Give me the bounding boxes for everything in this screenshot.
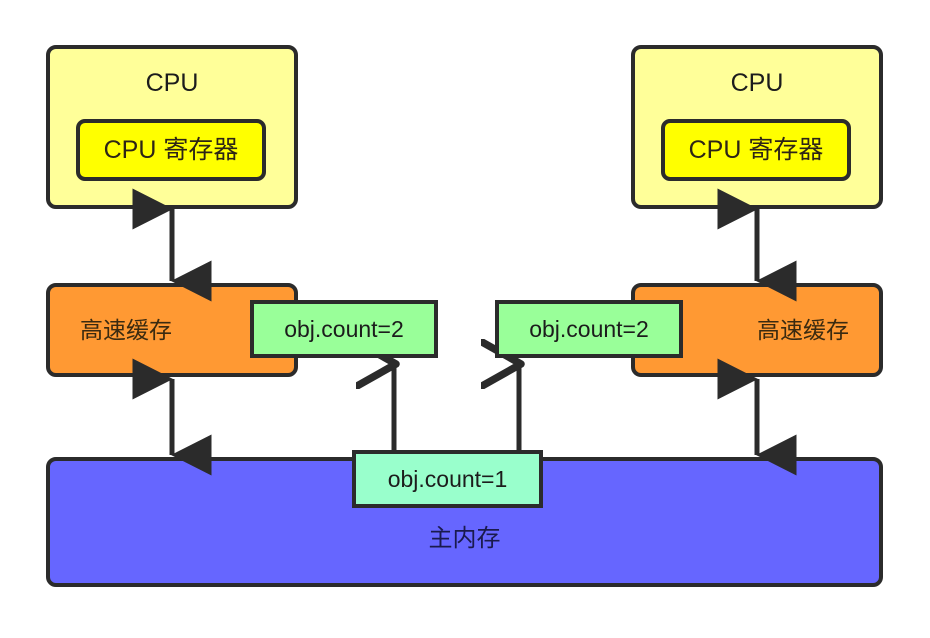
cpu-register-box-right: CPU 寄存器 (661, 119, 851, 181)
memory-value: obj.count=1 (352, 450, 543, 508)
cpu-title-left: CPU (145, 69, 199, 97)
cache-label-right: 高速缓存 (757, 316, 849, 343)
cpu-register-label-right: CPU 寄存器 (688, 135, 824, 164)
memory-value-label: obj.count=1 (387, 465, 508, 492)
main-memory-label: 主内存 (428, 525, 501, 552)
cache-value-right: obj.count=2 (495, 300, 683, 358)
cache-value-right-label: obj.count=2 (529, 315, 649, 342)
cache-value-left: obj.count=2 (250, 300, 438, 358)
cpu-title-right: CPU (730, 69, 784, 97)
cache-label-left: 高速缓存 (80, 316, 172, 343)
main-memory-box: 主内存 (46, 457, 883, 587)
cpu-register-label-left: CPU 寄存器 (103, 135, 239, 164)
cpu-register-box-left: CPU 寄存器 (76, 119, 266, 181)
cache-value-left-label: obj.count=2 (284, 315, 404, 342)
